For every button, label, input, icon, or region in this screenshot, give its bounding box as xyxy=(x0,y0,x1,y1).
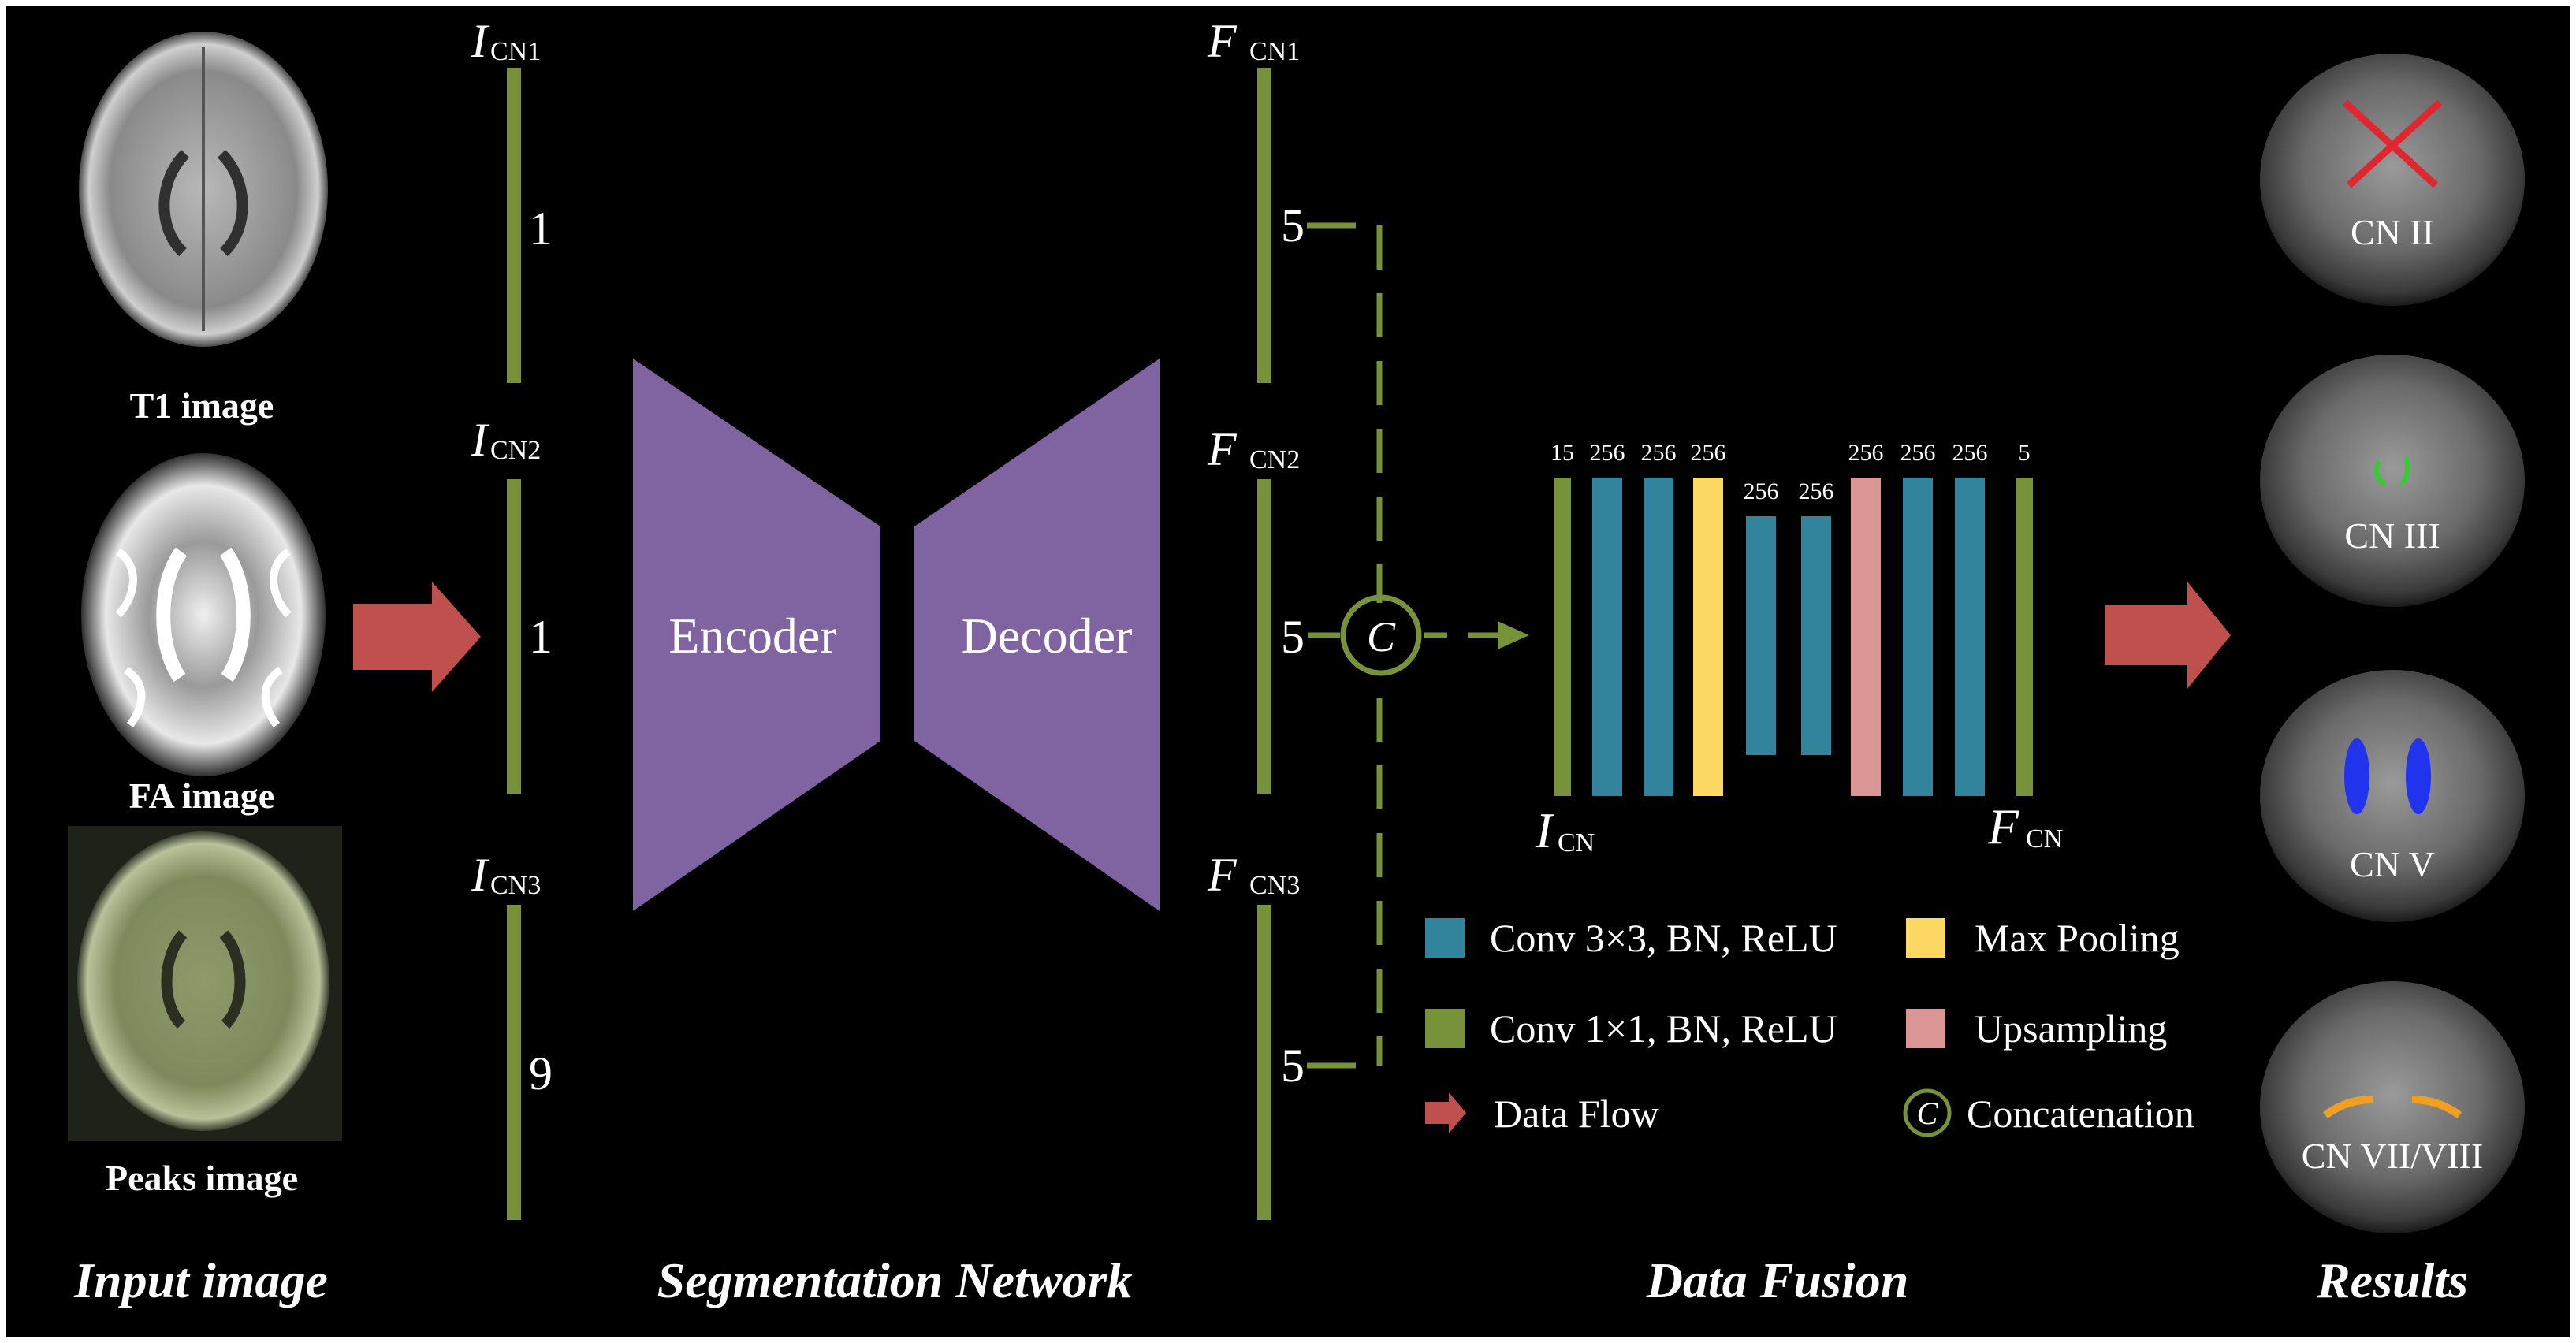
feature-cn3-label: F CN3 xyxy=(1207,849,1300,901)
t1-image-icon xyxy=(79,32,328,347)
data-flow-arrow-input xyxy=(353,582,481,692)
section-title-segmentation: Segmentation Network xyxy=(657,1252,1133,1308)
legend-upsample-label: Upsampling xyxy=(1975,1006,2167,1051)
fusion-input-label: I CN xyxy=(1535,802,1595,858)
legend-conv3x3-label: Conv 3×3, BN, ReLU xyxy=(1490,916,1837,960)
legend-maxpool-swatch xyxy=(1906,918,1945,958)
fusion-blocks: 15 256 256 256 256 256 256 256 256 5 xyxy=(1550,440,2033,796)
legend-maxpool-label: Max Pooling xyxy=(1975,916,2180,960)
svg-text:CN3: CN3 xyxy=(490,871,541,900)
section-title-results: Results xyxy=(2316,1252,2468,1308)
svg-text:I: I xyxy=(471,15,490,67)
feature-cn1-bar xyxy=(1257,68,1271,383)
concat-symbol: C xyxy=(1367,613,1396,660)
svg-text:I: I xyxy=(1535,802,1554,858)
legend-conv1x1-swatch xyxy=(1425,1009,1465,1048)
fusion-layer-2-channels: 256 xyxy=(1590,440,1625,466)
fusion-layer-10-channels: 5 xyxy=(2019,440,2031,466)
feature-cn2-channels: 5 xyxy=(1281,611,1305,663)
fusion-layer-9 xyxy=(1955,478,1985,796)
svg-text:I: I xyxy=(471,849,490,901)
feature-cn2-bar xyxy=(1257,479,1271,794)
svg-text:F: F xyxy=(1987,798,2019,854)
fusion-layer-7-channels: 256 xyxy=(1848,440,1884,466)
svg-text:F: F xyxy=(1207,849,1238,901)
fusion-layer-4-channels: 256 xyxy=(1691,440,1726,466)
data-flow-arrow-results xyxy=(2105,582,2231,689)
t1-image-label: T1 image xyxy=(130,385,274,426)
concat-connectors xyxy=(1307,222,1447,1069)
fusion-layer-5-channels: 256 xyxy=(1744,478,1779,504)
fusion-layer-1-channels: 15 xyxy=(1550,440,1574,466)
legend-concat-icon xyxy=(1903,1088,1952,1137)
svg-text:F: F xyxy=(1207,423,1238,475)
feature-cn3-channels: 5 xyxy=(1281,1040,1305,1092)
result-cn5-label: CN V xyxy=(2350,844,2435,884)
legend-upsample-swatch xyxy=(1906,1009,1945,1048)
input-cn2-bar xyxy=(507,479,521,794)
svg-text:CN3: CN3 xyxy=(1249,871,1300,900)
result-cn3-label: CN III xyxy=(2344,515,2440,556)
concat-icon xyxy=(1340,594,1422,676)
result-cn2-label: CN II xyxy=(2351,212,2434,252)
feature-cn1-channels: 5 xyxy=(1281,199,1305,251)
fusion-layer-9-channels: 256 xyxy=(1952,440,1988,466)
legend-conv3x3-swatch xyxy=(1425,918,1465,958)
input-cn2-label: I CN2 xyxy=(471,414,541,466)
section-title-input: Input image xyxy=(73,1252,328,1308)
input-cn1-channels: 1 xyxy=(529,203,553,255)
svg-text:F: F xyxy=(1207,15,1238,67)
fusion-layer-7 xyxy=(1851,478,1881,796)
fusion-layer-6-channels: 256 xyxy=(1799,478,1834,504)
svg-text:CN: CN xyxy=(2026,824,2063,854)
fusion-layer-3-channels: 256 xyxy=(1641,440,1677,466)
feature-cn1-label: F CN1 xyxy=(1207,15,1300,67)
svg-text:CN2: CN2 xyxy=(1249,445,1300,474)
decoder-block xyxy=(914,359,1160,911)
fusion-output-label: F CN xyxy=(1987,798,2063,854)
fa-image-icon xyxy=(81,453,326,776)
concat-to-fusion-arrow xyxy=(1468,621,1529,649)
fusion-layer-10 xyxy=(2016,478,2033,796)
peaks-image-icon xyxy=(68,826,342,1141)
section-title-fusion: Data Fusion xyxy=(1646,1252,1909,1308)
fusion-layer-8 xyxy=(1903,478,1933,796)
fusion-layer-8-channels: 256 xyxy=(1900,440,1936,466)
fusion-layer-6 xyxy=(1801,516,1831,755)
result-cn7-8-image xyxy=(2260,981,2525,1233)
encoder-label: Encoder xyxy=(668,608,836,664)
result-cn7-8-label: CN VII/VIII xyxy=(2302,1136,2483,1176)
svg-text:CN: CN xyxy=(1558,828,1595,858)
fusion-layer-5 xyxy=(1746,516,1776,755)
svg-text:CN1: CN1 xyxy=(1249,37,1300,66)
feature-cn2-label: F CN2 xyxy=(1207,423,1300,475)
result-cn3-image xyxy=(2260,355,2525,607)
legend-data-flow-arrow-icon xyxy=(1425,1092,1466,1133)
legend-concat-label: Concatenation xyxy=(1967,1092,2194,1136)
legend-data-flow-label: Data Flow xyxy=(1494,1092,1659,1136)
result-cn5-image xyxy=(2260,670,2525,922)
svg-text:CN2: CN2 xyxy=(490,436,541,465)
input-cn1-label: I CN1 xyxy=(471,15,541,67)
svg-text:CN1: CN1 xyxy=(490,37,541,66)
input-cn1-bar xyxy=(507,68,521,383)
input-cn2-channels: 1 xyxy=(529,611,553,663)
fa-image-label: FA image xyxy=(129,776,274,816)
svg-text:I: I xyxy=(471,414,490,466)
legend-conv1x1-label: Conv 1×1, BN, ReLU xyxy=(1490,1006,1837,1051)
decoder-label: Decoder xyxy=(962,608,1133,664)
peaks-image-label: Peaks image xyxy=(106,1158,298,1198)
fusion-layer-3 xyxy=(1644,478,1673,796)
result-cn2-image xyxy=(2260,54,2525,306)
feature-cn3-bar xyxy=(1257,905,1271,1220)
legend-concat-symbol: C xyxy=(1917,1096,1939,1131)
input-cn3-bar xyxy=(507,905,521,1220)
encoder-block xyxy=(633,359,880,911)
input-cn3-channels: 9 xyxy=(529,1047,553,1099)
fusion-layer-4 xyxy=(1693,478,1723,796)
input-cn3-label: I CN3 xyxy=(471,849,541,901)
fusion-layer-2 xyxy=(1592,478,1622,796)
fusion-layer-1 xyxy=(1554,478,1571,796)
